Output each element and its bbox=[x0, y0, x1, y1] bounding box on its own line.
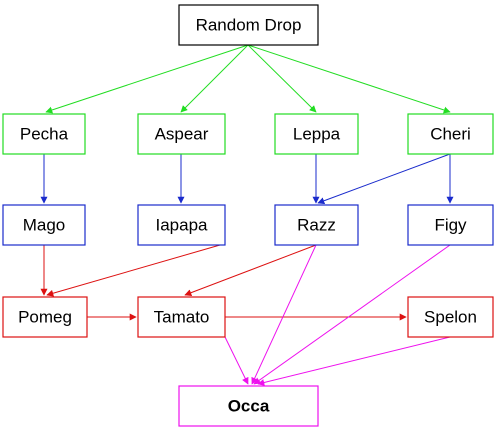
edges-layer bbox=[40, 44, 454, 386]
node-label-pecha: Pecha bbox=[20, 125, 69, 144]
node-box-razz bbox=[274, 204, 359, 246]
edge-razz-to-occa bbox=[251, 244, 317, 385]
node-box-spelon bbox=[407, 296, 494, 338]
node-box-pecha bbox=[2, 113, 86, 155]
node-label-random-drop: Random Drop bbox=[196, 16, 302, 35]
node-label-tamato: Tamato bbox=[154, 308, 210, 327]
node-pomeg: Pomeg bbox=[2, 296, 88, 338]
node-label-pomeg: Pomeg bbox=[18, 308, 72, 327]
node-random-drop: Random Drop bbox=[178, 4, 319, 46]
node-box-figy bbox=[407, 204, 494, 246]
node-spelon: Spelon bbox=[407, 296, 494, 338]
edge-random-drop-to-aspear bbox=[180, 44, 249, 113]
node-box-cheri bbox=[407, 113, 494, 155]
node-label-razz: Razz bbox=[297, 216, 336, 235]
node-figy: Figy bbox=[407, 204, 494, 246]
node-cheri: Cheri bbox=[407, 113, 494, 155]
node-box-random-drop bbox=[178, 4, 319, 46]
node-label-occa: Occa bbox=[228, 397, 270, 416]
edge-razz-to-tamato bbox=[184, 244, 317, 297]
node-box-leppa bbox=[274, 113, 359, 155]
edge-cheri-to-razz bbox=[317, 153, 451, 205]
node-box-mago bbox=[2, 204, 86, 246]
node-label-spelon: Spelon bbox=[424, 308, 477, 327]
node-label-aspear: Aspear bbox=[155, 125, 209, 144]
node-pecha: Pecha bbox=[2, 113, 86, 155]
node-box-tamato bbox=[137, 296, 226, 338]
node-box-iapapa bbox=[137, 204, 226, 246]
node-box-pomeg bbox=[2, 296, 88, 338]
node-label-cheri: Cheri bbox=[430, 125, 471, 144]
edge-random-drop-to-cheri bbox=[247, 44, 451, 114]
edge-spelon-to-occa bbox=[257, 336, 451, 386]
node-label-figy: Figy bbox=[434, 216, 467, 235]
node-mago: Mago bbox=[2, 204, 86, 246]
node-box-occa bbox=[178, 385, 319, 427]
edge-tamato-to-occa bbox=[224, 336, 249, 385]
node-leppa: Leppa bbox=[274, 113, 359, 155]
node-label-iapapa: Iapapa bbox=[156, 216, 209, 235]
edge-random-drop-to-leppa bbox=[247, 44, 317, 113]
node-box-aspear bbox=[137, 113, 226, 155]
node-aspear: Aspear bbox=[137, 113, 226, 155]
node-occa: Occa bbox=[178, 385, 319, 427]
node-label-leppa: Leppa bbox=[293, 125, 341, 144]
node-iapapa: Iapapa bbox=[137, 204, 226, 246]
edge-random-drop-to-pecha bbox=[45, 44, 249, 114]
edge-figy-to-occa bbox=[253, 244, 451, 385]
node-label-mago: Mago bbox=[23, 216, 66, 235]
node-razz: Razz bbox=[274, 204, 359, 246]
node-tamato: Tamato bbox=[137, 296, 226, 338]
edge-iapapa-to-pomeg bbox=[46, 244, 221, 297]
